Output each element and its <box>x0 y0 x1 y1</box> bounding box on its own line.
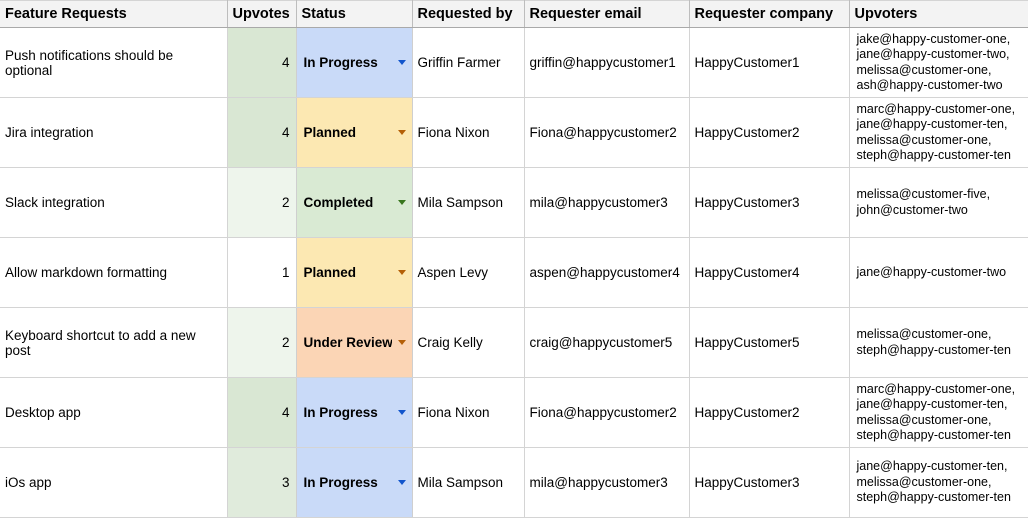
column-header-company[interactable]: Requester company <box>689 0 850 28</box>
cell-email[interactable]: aspen@happycustomer4 <box>524 237 690 308</box>
cell-upvoters[interactable]: jake@happy-customer-one, jane@happy-cust… <box>849 27 1028 98</box>
cell-requestedby[interactable]: Mila Sampson <box>412 447 525 518</box>
upvoters-list: jake@happy-customer-one, jane@happy-cust… <box>856 31 1011 93</box>
status-dropdown[interactable]: Planned <box>304 98 406 167</box>
cell-upvoters[interactable]: melissa@customer-five, john@customer-two <box>849 167 1028 238</box>
cell-company[interactable]: HappyCustomer3 <box>689 447 850 518</box>
cell-status[interactable]: Under Review <box>296 307 413 378</box>
cell-company[interactable]: HappyCustomer4 <box>689 237 850 308</box>
cell-status[interactable]: Planned <box>296 97 413 168</box>
cell-email[interactable]: Fiona@happycustomer2 <box>524 377 690 448</box>
column-header-email[interactable]: Requester email <box>524 0 690 28</box>
cell-upvotes[interactable]: 3 <box>227 447 297 518</box>
upvoters-list: melissa@customer-one, steph@happy-custom… <box>856 327 1011 357</box>
cell-email[interactable]: Fiona@happycustomer2 <box>524 97 690 168</box>
upvoters-list: jane@happy-customer-two <box>856 264 1007 279</box>
column-header-feature[interactable]: Feature Requests <box>0 0 228 28</box>
cell-email[interactable]: griffin@happycustomer1 <box>524 27 690 98</box>
cell-upvotes[interactable]: 2 <box>227 307 297 378</box>
cell-requestedby[interactable]: Craig Kelly <box>412 307 525 378</box>
status-dropdown[interactable]: In Progress <box>304 448 406 517</box>
status-label: Under Review <box>303 335 392 350</box>
status-dropdown[interactable]: Under Review <box>304 308 406 377</box>
cell-feature[interactable]: Jira integration <box>0 97 228 168</box>
cell-status[interactable]: In Progress <box>296 377 413 448</box>
cell-status[interactable]: Completed <box>296 167 413 238</box>
cell-feature[interactable]: iOs app <box>0 447 228 518</box>
chevron-down-icon[interactable] <box>397 340 406 345</box>
cell-status[interactable]: Planned <box>296 237 413 308</box>
cell-feature[interactable]: Allow markdown formatting <box>0 237 228 308</box>
cell-company[interactable]: HappyCustomer1 <box>689 27 850 98</box>
chevron-down-icon[interactable] <box>397 410 406 415</box>
status-label: In Progress <box>303 405 378 420</box>
cell-feature[interactable]: Slack integration <box>0 167 228 238</box>
chevron-down-icon[interactable] <box>397 480 406 485</box>
cell-feature[interactable]: Keyboard shortcut to add a new post <box>0 307 228 378</box>
status-label: Planned <box>303 125 357 140</box>
cell-upvoters[interactable]: jane@happy-customer-two <box>849 237 1028 308</box>
cell-status[interactable]: In Progress <box>296 447 413 518</box>
cell-company[interactable]: HappyCustomer2 <box>689 97 850 168</box>
cell-feature[interactable]: Push notifications should be optional <box>0 27 228 98</box>
cell-company[interactable]: HappyCustomer3 <box>689 167 850 238</box>
cell-upvotes[interactable]: 4 <box>227 377 297 448</box>
cell-feature[interactable]: Desktop app <box>0 377 228 448</box>
cell-requestedby[interactable]: Aspen Levy <box>412 237 525 308</box>
chevron-down-icon[interactable] <box>397 130 406 135</box>
cell-requestedby[interactable]: Fiona Nixon <box>412 97 525 168</box>
cell-upvoters[interactable]: melissa@customer-one, steph@happy-custom… <box>849 307 1028 378</box>
column-header-status[interactable]: Status <box>296 0 413 28</box>
column-header-requestedby[interactable]: Requested by <box>412 0 525 28</box>
cell-email[interactable]: mila@happycustomer3 <box>524 167 690 238</box>
cell-upvotes[interactable]: 2 <box>227 167 297 238</box>
cell-status[interactable]: In Progress <box>296 27 413 98</box>
cell-upvoters[interactable]: marc@happy-customer-one, jane@happy-cust… <box>849 377 1028 448</box>
cell-requestedby[interactable]: Mila Sampson <box>412 167 525 238</box>
status-dropdown[interactable]: Planned <box>304 238 406 307</box>
upvoters-list: marc@happy-customer-one, jane@happy-cust… <box>856 101 1016 163</box>
cell-upvoters[interactable]: jane@happy-customer-ten, melissa@custome… <box>849 447 1028 518</box>
cell-email[interactable]: craig@happycustomer5 <box>524 307 690 378</box>
upvoters-list: melissa@customer-five, john@customer-two <box>856 187 991 217</box>
cell-requestedby[interactable]: Fiona Nixon <box>412 377 525 448</box>
column-header-upvoters[interactable]: Upvoters <box>849 0 1028 28</box>
upvoters-list: marc@happy-customer-one, jane@happy-cust… <box>856 381 1016 443</box>
chevron-down-icon[interactable] <box>397 200 406 205</box>
status-dropdown[interactable]: In Progress <box>304 378 406 447</box>
cell-email[interactable]: mila@happycustomer3 <box>524 447 690 518</box>
chevron-down-icon[interactable] <box>397 60 406 65</box>
status-label: In Progress <box>303 475 378 490</box>
cell-upvotes[interactable]: 1 <box>227 237 297 308</box>
chevron-down-icon[interactable] <box>397 270 406 275</box>
cell-upvotes[interactable]: 4 <box>227 27 297 98</box>
status-label: In Progress <box>303 55 378 70</box>
cell-company[interactable]: HappyCustomer5 <box>689 307 850 378</box>
column-header-upvotes[interactable]: Upvotes <box>227 0 297 28</box>
status-dropdown[interactable]: Completed <box>304 168 406 237</box>
cell-upvoters[interactable]: marc@happy-customer-one, jane@happy-cust… <box>849 97 1028 168</box>
cell-requestedby[interactable]: Griffin Farmer <box>412 27 525 98</box>
cell-upvotes[interactable]: 4 <box>227 97 297 168</box>
status-label: Planned <box>303 265 357 280</box>
status-dropdown[interactable]: In Progress <box>304 28 406 97</box>
cell-company[interactable]: HappyCustomer2 <box>689 377 850 448</box>
status-label: Completed <box>303 195 374 210</box>
upvoters-list: jane@happy-customer-ten, melissa@custome… <box>856 459 1011 505</box>
